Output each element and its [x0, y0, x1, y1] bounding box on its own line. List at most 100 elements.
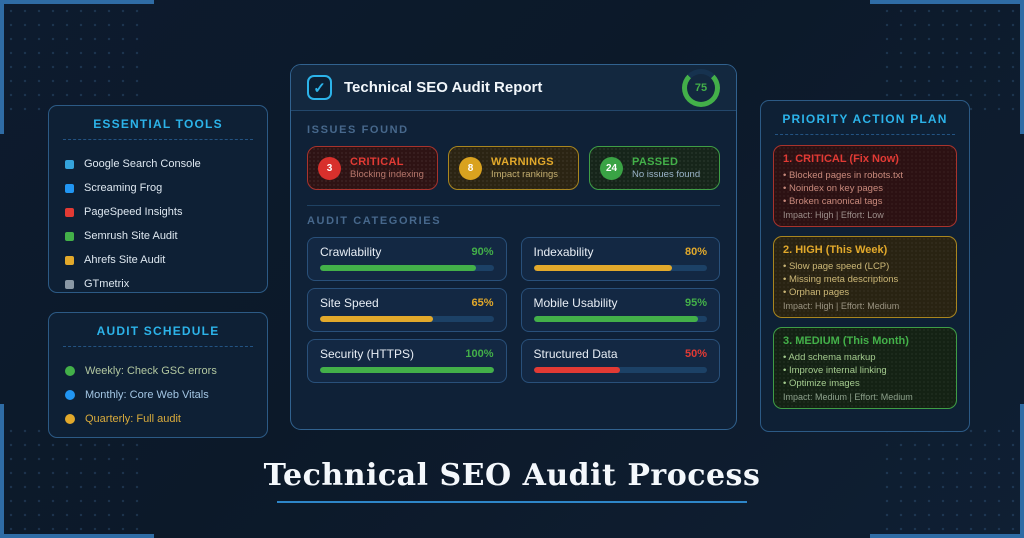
audit-report-panel: ✓ Technical SEO Audit Report 75 ISSUES F…	[290, 64, 737, 430]
divider	[63, 139, 253, 140]
progress-fill	[533, 367, 621, 373]
schedule-label: Quarterly: Full audit	[85, 413, 181, 425]
plan-bullet: Add schema markup	[783, 351, 947, 364]
tool-label: GTmetrix	[84, 278, 130, 290]
plan-card-title: 3. MEDIUM (This Month)	[783, 335, 909, 347]
tool-label: Semrush Site Audit	[84, 230, 178, 242]
schedule-label: Monthly: Core Web Vitals	[85, 389, 209, 401]
category-card-mobile-usability: Mobile Usability 95%	[520, 288, 720, 332]
tool-label: PageSpeed Insights	[84, 206, 183, 218]
tool-color-icon	[65, 231, 74, 241]
audit-categories-label: AUDIT CATEGORIES	[307, 215, 442, 227]
schedule-dot-icon	[65, 414, 75, 424]
category-label: Mobile Usability	[533, 296, 618, 310]
plan-bullet: Orphan pages	[783, 286, 947, 299]
plan-bullet: Broken canonical tags	[783, 195, 947, 208]
schedule-item: Quarterly: Full audit	[65, 407, 251, 431]
schedule-list: Weekly: Check GSC errors Monthly: Core W…	[49, 357, 267, 433]
issues-found-label: ISSUES FOUND	[307, 124, 409, 136]
issue-badges: 3 CRITICAL Blocking indexing 8 WARNINGS …	[307, 146, 720, 190]
audit-schedule-title: AUDIT SCHEDULE	[96, 324, 220, 338]
score-ring: 75	[682, 68, 720, 107]
warnings-sublabel: Impact rankings	[491, 169, 559, 180]
plan-card-title: 2. HIGH (This Week)	[783, 244, 888, 256]
tool-item: Screaming Frog	[65, 176, 251, 200]
critical-count: 3	[318, 156, 341, 180]
category-percent: 80%	[684, 246, 707, 258]
audit-schedule-panel: AUDIT SCHEDULE Weekly: Check GSC errors …	[48, 312, 268, 438]
footer: Technical SEO Audit Process	[0, 458, 1024, 503]
warnings-badge: 8 WARNINGS Impact rankings	[448, 146, 579, 190]
tool-item: Semrush Site Audit	[65, 224, 251, 248]
category-percent: 95%	[684, 297, 707, 309]
schedule-item: Monthly: Core Web Vitals	[65, 383, 251, 407]
divider	[63, 346, 253, 347]
report-header: ✓ Technical SEO Audit Report 75	[291, 65, 736, 111]
passed-label: PASSED	[632, 156, 679, 168]
warnings-label: WARNINGS	[491, 156, 554, 168]
tool-item: GTmetrix	[65, 272, 251, 296]
category-percent: 50%	[684, 348, 707, 360]
category-percent: 100%	[465, 348, 494, 360]
category-label: Security (HTTPS)	[320, 347, 415, 361]
plan-card-title: 1. CRITICAL (Fix Now)	[783, 153, 899, 165]
category-label: Crawlability	[320, 245, 382, 259]
progress-track	[320, 367, 494, 373]
plan-bullet: Blocked pages in robots.txt	[783, 169, 947, 182]
category-label: Site Speed	[320, 296, 379, 310]
critical-badge: 3 CRITICAL Blocking indexing	[307, 146, 438, 190]
plan-card-medium: 3. MEDIUM (This Month) Add schema markup…	[773, 327, 957, 409]
divider	[775, 134, 955, 135]
plan-impact: Impact: Medium | Effort: Medium	[783, 392, 913, 402]
passed-count: 24	[600, 156, 623, 180]
progress-track	[320, 265, 494, 271]
progress-fill	[320, 316, 433, 322]
plan-bullet: Slow page speed (LCP)	[783, 260, 947, 273]
critical-sublabel: Blocking indexing	[350, 169, 424, 180]
schedule-item: Weekly: Check GSC errors	[65, 359, 251, 383]
category-card-site-speed: Site Speed 65%	[307, 288, 507, 332]
priority-action-plan-panel: PRIORITY ACTION PLAN 1. CRITICAL (Fix No…	[760, 100, 970, 432]
progress-track	[533, 265, 707, 271]
plan-impact: Impact: High | Effort: Medium	[783, 301, 900, 311]
page-title: Technical SEO Audit Process	[263, 458, 761, 493]
divider	[307, 205, 720, 206]
tool-item: Ahrefs Site Audit	[65, 248, 251, 272]
report-title: Technical SEO Audit Report	[344, 79, 543, 96]
category-card-crawlability: Crawlability 90%	[307, 237, 507, 281]
tool-color-icon	[65, 207, 74, 217]
schedule-label: Weekly: Check GSC errors	[85, 365, 217, 377]
progress-fill	[320, 367, 494, 373]
tool-item: PageSpeed Insights	[65, 200, 251, 224]
plan-impact: Impact: High | Effort: Low	[783, 210, 884, 220]
category-grid: Crawlability 90% Indexability 80% Site S…	[307, 237, 720, 383]
tools-list: Google Search Console Screaming Frog Pag…	[49, 150, 267, 298]
score-value: 75	[687, 73, 715, 102]
warnings-count: 8	[459, 156, 482, 180]
category-card-security: Security (HTTPS) 100%	[307, 339, 507, 383]
plan-bullet: Improve internal linking	[783, 364, 947, 377]
essential-tools-title: ESSENTIAL TOOLS	[93, 117, 223, 131]
tool-label: Ahrefs Site Audit	[84, 254, 166, 266]
passed-sublabel: No issues found	[632, 169, 701, 180]
checkbox-icon: ✓	[307, 75, 332, 100]
category-percent: 65%	[471, 297, 494, 309]
tool-color-icon	[65, 159, 74, 169]
plan-bullet: Missing meta descriptions	[783, 273, 947, 286]
category-percent: 90%	[471, 246, 494, 258]
progress-track	[533, 316, 707, 322]
progress-fill	[320, 265, 477, 271]
tool-item: Google Search Console	[65, 152, 251, 176]
category-card-structured-data: Structured Data 50%	[520, 339, 720, 383]
schedule-dot-icon	[65, 366, 75, 376]
essential-tools-panel: ESSENTIAL TOOLS Google Search Console Sc…	[48, 105, 268, 293]
plan-bullet: Optimize images	[783, 377, 947, 390]
schedule-dot-icon	[65, 390, 75, 400]
progress-track	[320, 316, 494, 322]
title-underline	[277, 501, 747, 503]
tool-color-icon	[65, 183, 74, 193]
critical-label: CRITICAL	[350, 156, 404, 168]
category-label: Indexability	[533, 245, 594, 259]
plan-bullet: Noindex on key pages	[783, 182, 947, 195]
progress-track	[533, 367, 707, 373]
